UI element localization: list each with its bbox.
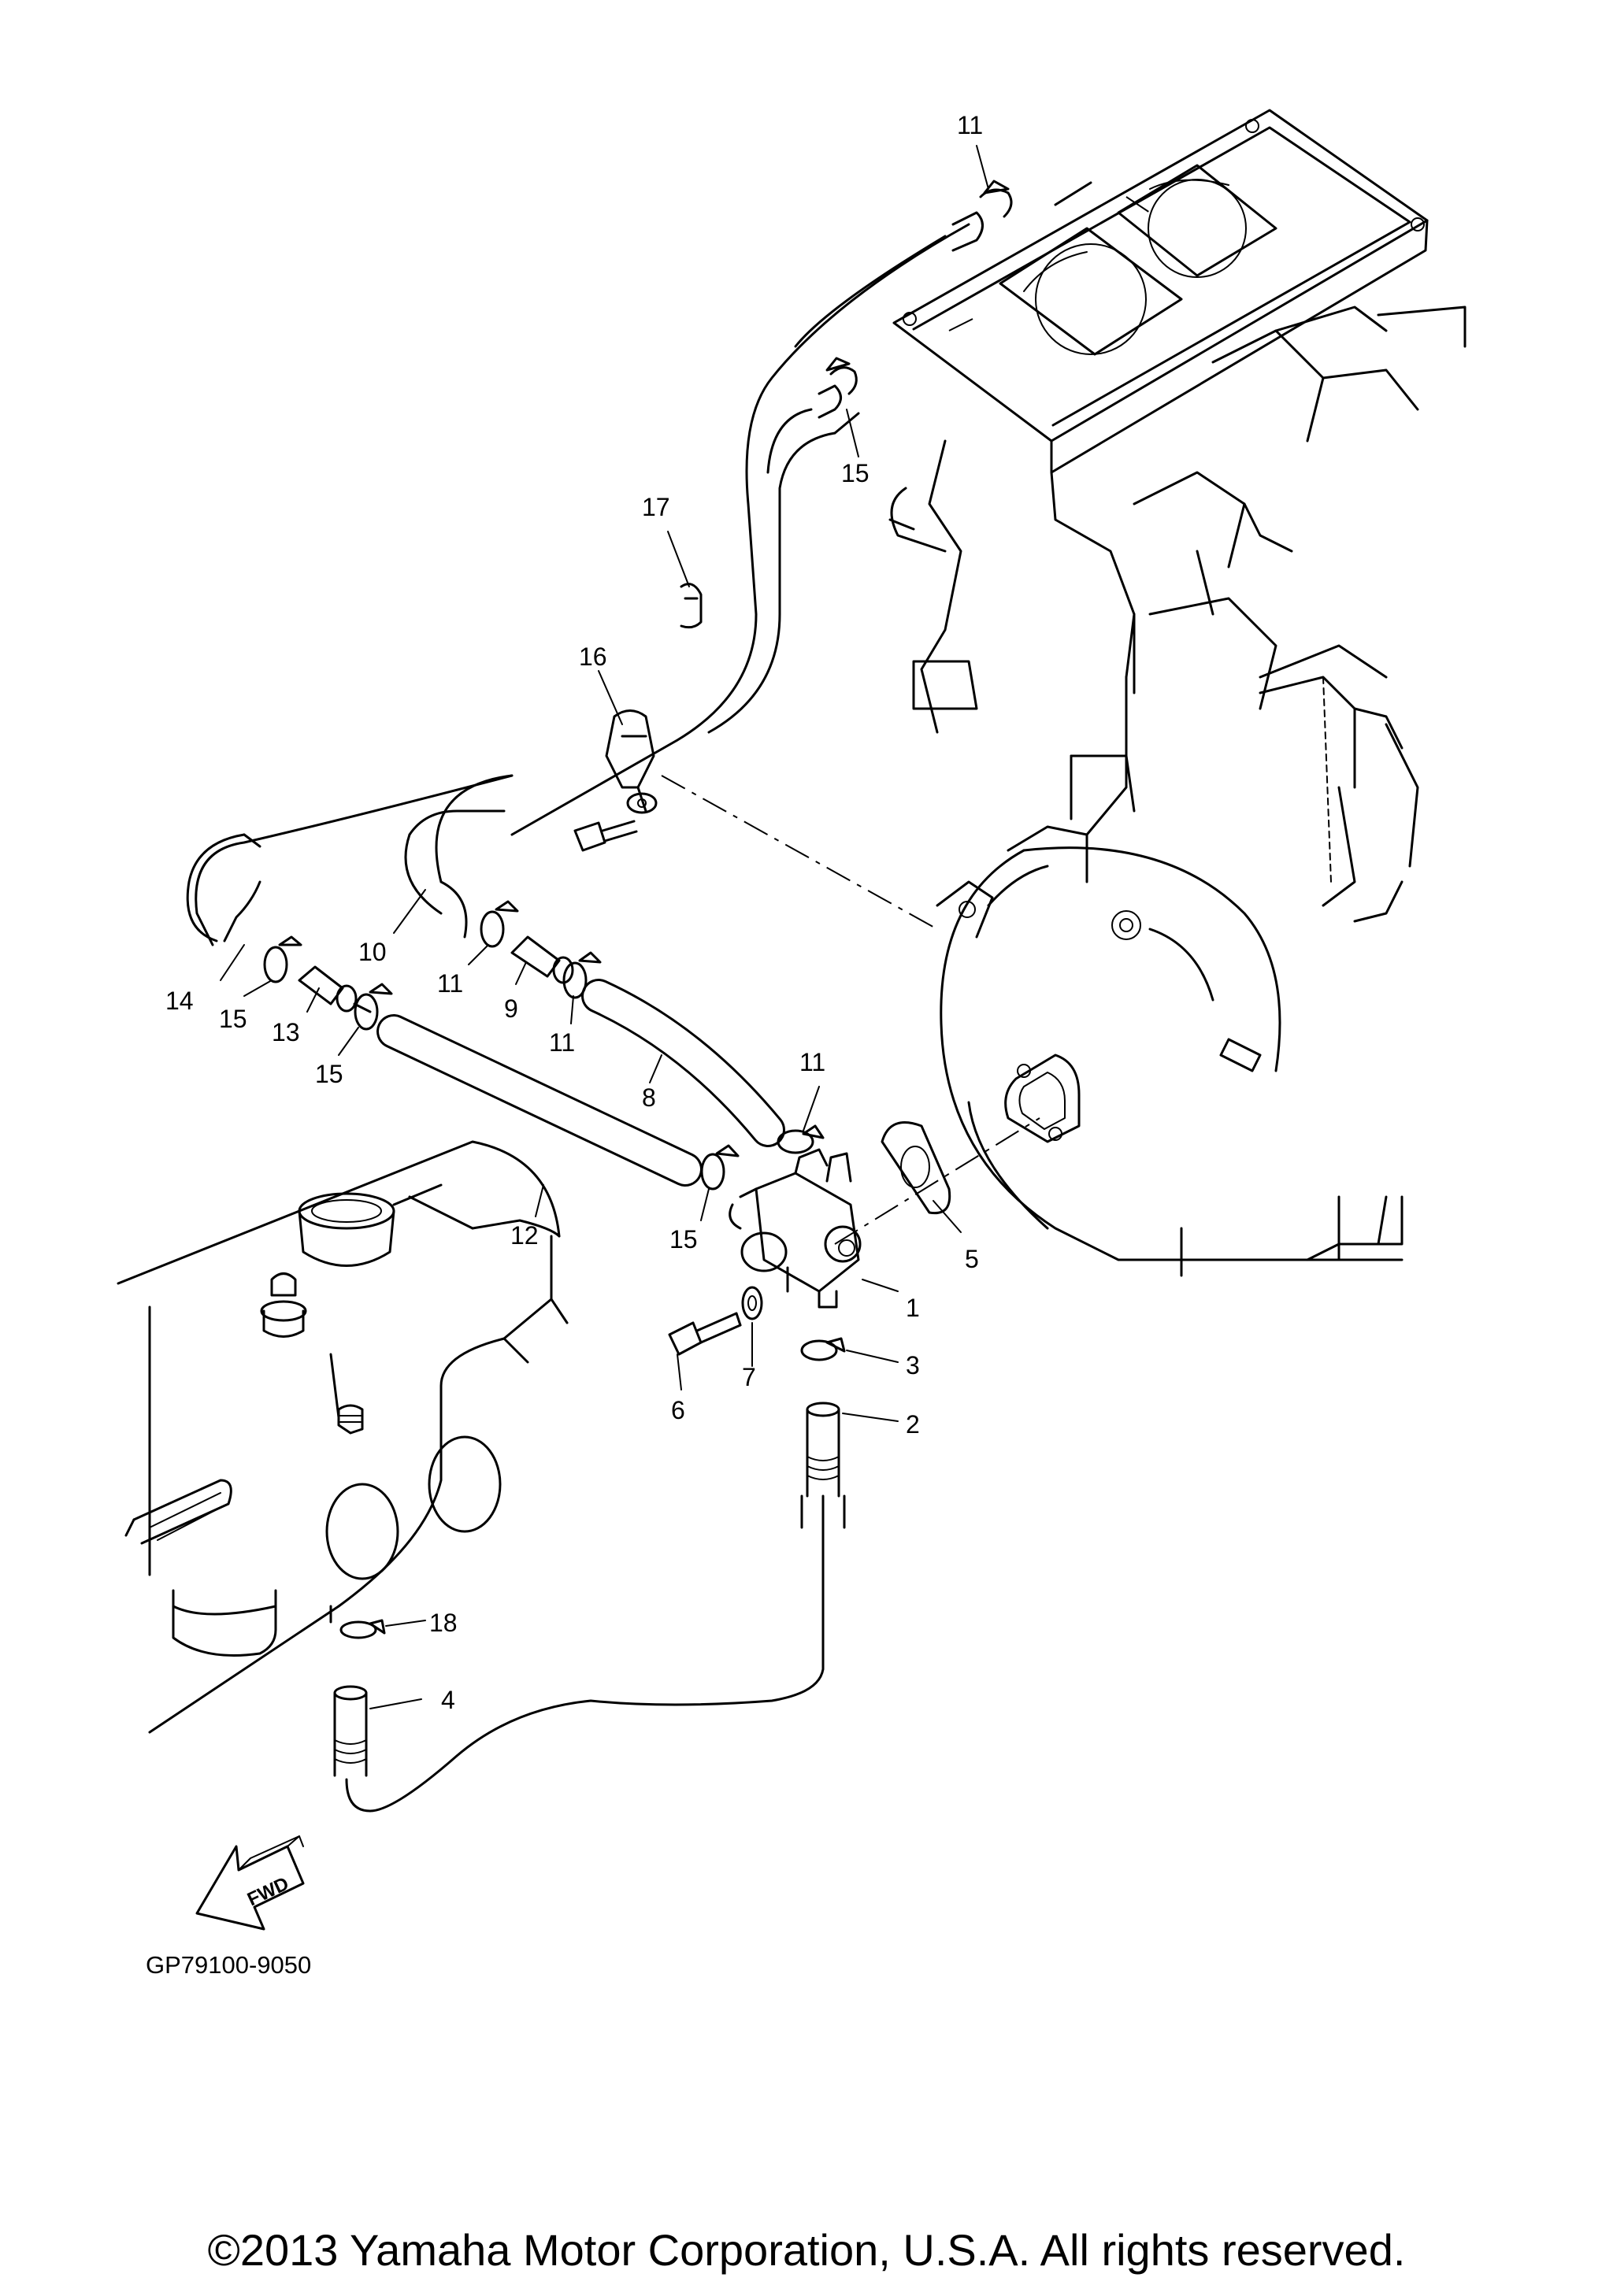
copyright-notice: ©2013 Yamaha Motor Corporation, U.S.A. A… xyxy=(207,2225,1406,2275)
callout-13: 13 xyxy=(272,1018,300,1046)
callout-15-hose12: 15 xyxy=(315,1060,343,1088)
callout-15-pump: 15 xyxy=(669,1225,698,1254)
callout-4: 4 xyxy=(441,1686,455,1714)
callout-labels: 1 2 3 4 5 6 7 8 9 10 11 11 11 11 12 13 1… xyxy=(165,111,983,1714)
callout-11-top: 11 xyxy=(957,111,983,139)
small-parts xyxy=(263,180,1013,1813)
callout-15-top: 15 xyxy=(841,459,870,487)
hoses xyxy=(186,211,984,1187)
callout-8: 8 xyxy=(642,1083,656,1112)
callout-16: 16 xyxy=(579,643,607,671)
callout-18: 18 xyxy=(429,1609,458,1637)
callout-1: 1 xyxy=(906,1294,920,1322)
callout-11-hose8: 11 xyxy=(549,1028,575,1057)
callout-17: 17 xyxy=(642,493,670,521)
drawing-code: GP79100-9050 xyxy=(146,1951,311,1979)
callout-10: 10 xyxy=(358,938,387,966)
leader-lines xyxy=(220,145,989,1709)
callout-15-left: 15 xyxy=(219,1005,247,1033)
callout-2: 2 xyxy=(906,1410,920,1439)
callout-11-hose10: 11 xyxy=(437,969,463,998)
callout-9: 9 xyxy=(504,994,518,1023)
callout-12: 12 xyxy=(510,1221,539,1250)
engine-outline xyxy=(888,109,1467,1277)
oil-tank-outline xyxy=(117,1140,569,1734)
callout-11-pump: 11 xyxy=(799,1048,825,1076)
callout-7: 7 xyxy=(742,1363,756,1391)
alignment-lines xyxy=(661,775,1040,1245)
callout-6: 6 xyxy=(671,1396,685,1424)
callout-3: 3 xyxy=(906,1351,920,1379)
callout-5: 5 xyxy=(965,1245,979,1273)
callout-14: 14 xyxy=(165,987,194,1015)
fwd-arrow: FWD xyxy=(195,1835,305,1931)
